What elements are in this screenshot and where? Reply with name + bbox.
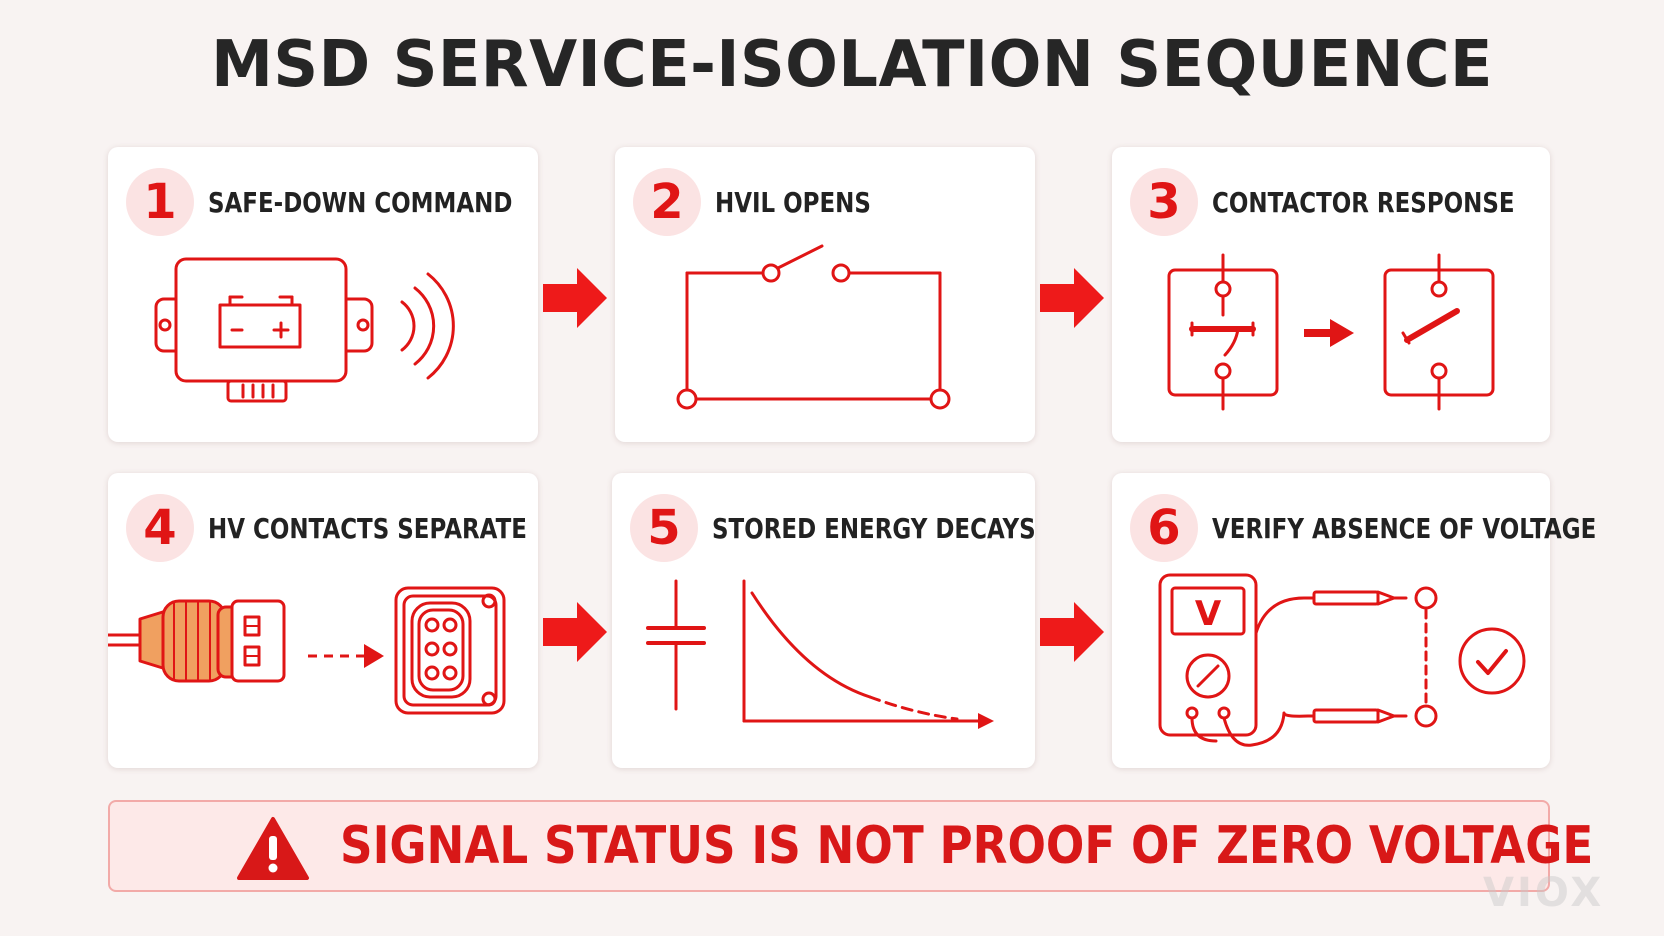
step-title: VERIFY ABSENCE OF VOLTAGE	[1212, 511, 1597, 545]
step-header-5: 5 STORED ENERGY DECAYS	[630, 493, 1107, 563]
arrow-right-icon	[1040, 268, 1104, 328]
step-number-badge: 4	[126, 494, 194, 562]
connector-plug-separate-icon	[108, 586, 506, 715]
step-title: HVIL OPENS	[715, 185, 871, 219]
step-card-1: 1 SAFE-DOWN COMMAND	[108, 147, 538, 442]
step-title: CONTACTOR RESPONSE	[1212, 185, 1515, 219]
step-number-badge: 3	[1130, 168, 1198, 236]
arrow-right-icon	[543, 602, 607, 662]
step-card-3: 3 CONTACTOR RESPONSE	[1112, 147, 1550, 442]
step-header-6: 6 VERIFY ABSENCE OF VOLTAGE	[1130, 493, 1664, 563]
step-number-badge: 6	[1130, 494, 1198, 562]
step-number-badge: 1	[126, 168, 194, 236]
step-title: SAFE-DOWN COMMAND	[208, 185, 513, 219]
step-card-2: 2 HVIL OPENS	[615, 147, 1035, 442]
step-card-5: 5 STORED ENERGY DECAYS	[612, 473, 1036, 768]
capacitor-decay-curve-icon	[646, 579, 994, 729]
arrow-right-icon	[543, 268, 607, 328]
step-number-badge: 2	[633, 168, 701, 236]
warning-text: SIGNAL STATUS IS NOT PROOF OF ZERO VOLTA…	[340, 816, 1594, 876]
page-title: MSD SERVICE-ISOLATION SEQUENCE	[211, 28, 1493, 102]
warning-triangle-icon	[237, 817, 309, 880]
step-header-3: 3 CONTACTOR RESPONSE	[1130, 167, 1581, 237]
warning-banner: SIGNAL STATUS IS NOT PROOF OF ZERO VOLTA…	[108, 800, 1593, 892]
step-title: HV CONTACTS SEPARATE	[208, 511, 527, 545]
control-module-signal-icon	[154, 257, 455, 403]
arrow-right-icon	[1040, 602, 1104, 662]
step-header-4: 4 HV CONTACTS SEPARATE	[126, 493, 597, 563]
watermark-logo: VIOX	[1483, 870, 1605, 916]
meter-display-text: V	[1195, 594, 1222, 634]
step-number-badge: 5	[630, 494, 698, 562]
contactor-close-to-open-icon	[1167, 253, 1495, 411]
step-header-2: 2 HVIL OPENS	[633, 167, 905, 237]
multimeter-check-icon: V	[1158, 573, 1526, 747]
step-card-6: 6 VERIFY ABSENCE OF VOLTAGE	[1112, 473, 1596, 768]
open-switch-circuit-icon	[676, 244, 951, 410]
step-card-4: 4 HV CONTACTS SEPARATE	[108, 473, 538, 768]
step-title: STORED ENERGY DECAYS	[712, 511, 1036, 545]
step-header-1: 1 SAFE-DOWN COMMAND	[126, 167, 579, 237]
